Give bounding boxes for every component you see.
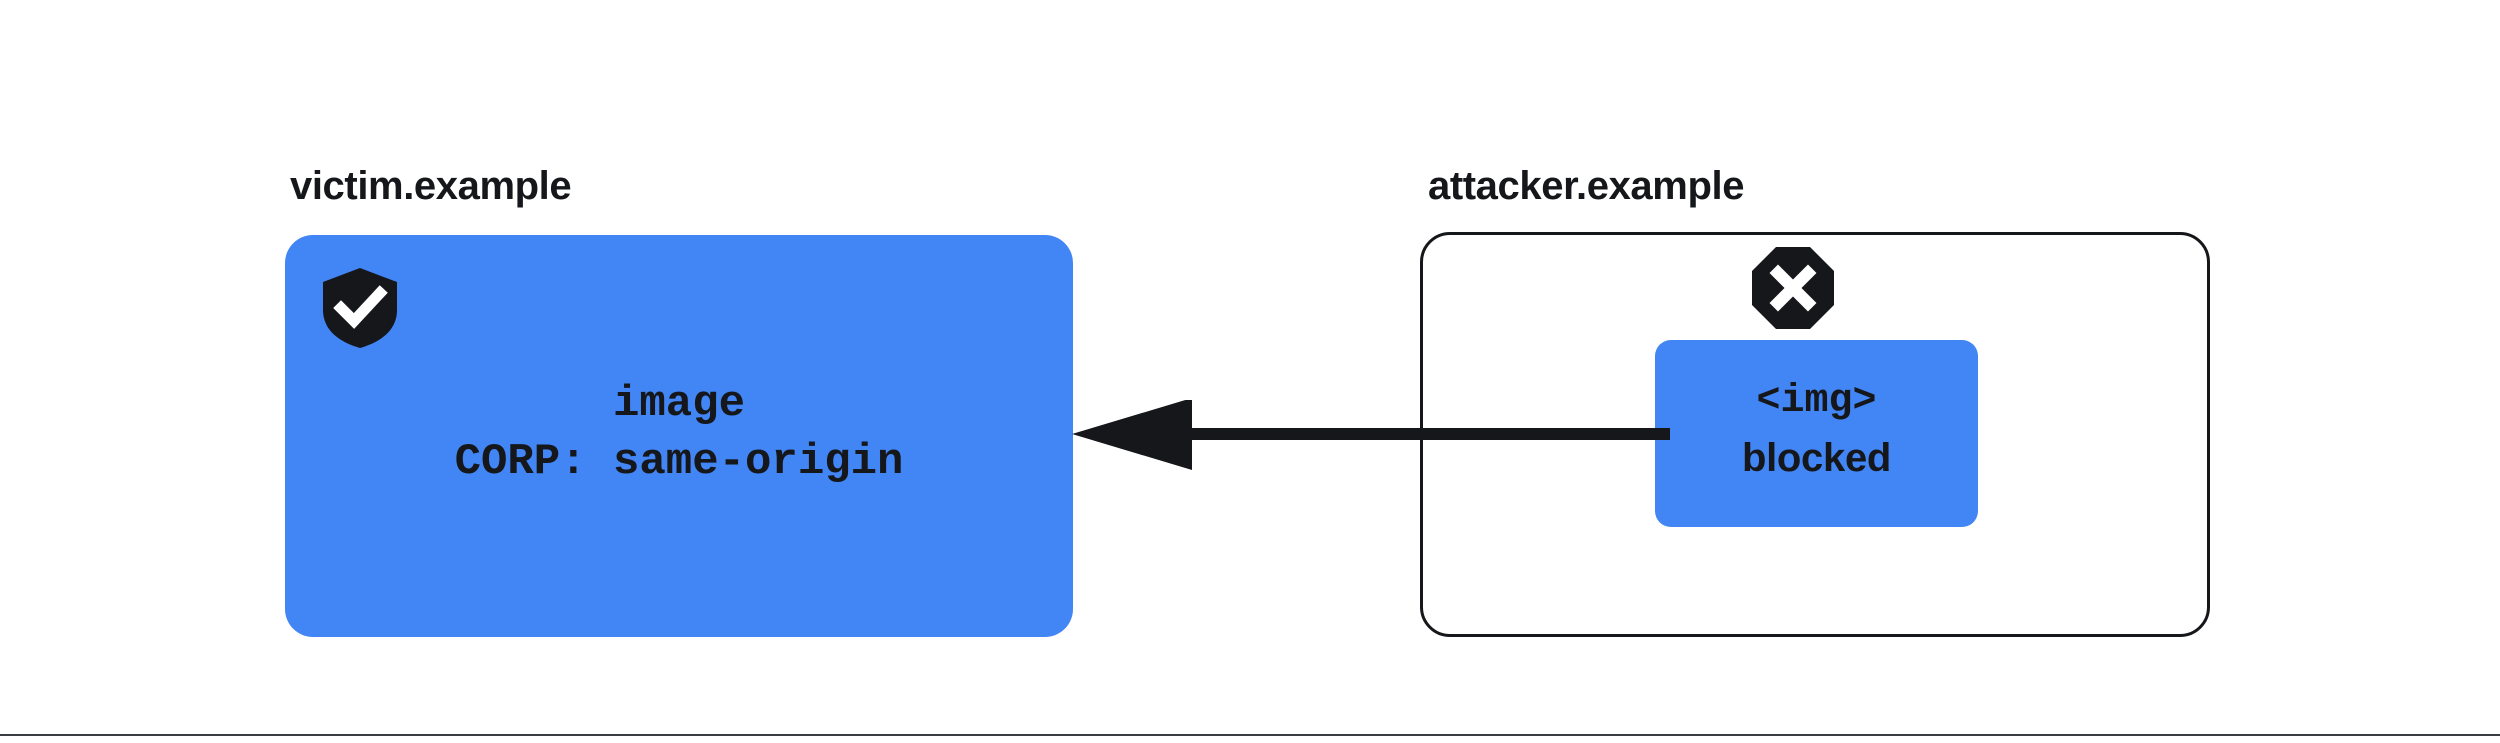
victim-resource-line-2: CORP: same-origin	[454, 437, 904, 487]
victim-resource-text: image CORP: same-origin	[285, 375, 1073, 491]
attacker-origin-label: attacker.example	[1428, 164, 1745, 208]
victim-resource-box: image CORP: same-origin	[285, 235, 1073, 637]
bottom-divider	[0, 734, 2500, 736]
octagon-x-icon	[1752, 247, 1834, 329]
left-arrow-icon	[1060, 398, 1670, 470]
victim-resource-line-1: image	[612, 379, 746, 429]
attacker-img-chip-text: <img> blocked	[1655, 374, 1978, 486]
shield-check-icon	[323, 268, 397, 348]
attacker-embed-line-2: blocked	[1741, 436, 1892, 480]
attacker-embed-line-1: <img>	[1756, 379, 1877, 424]
attacker-img-chip: <img> blocked	[1655, 340, 1978, 527]
victim-origin-label: victim.example	[290, 164, 572, 208]
